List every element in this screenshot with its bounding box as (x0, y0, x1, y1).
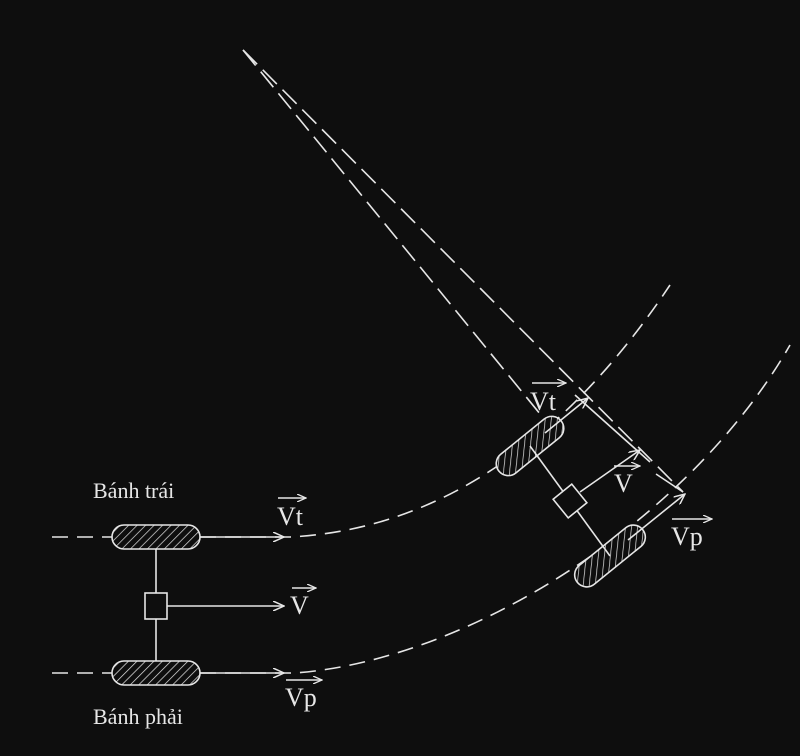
v-label: V (290, 588, 316, 620)
radial-line-left-wheel (574, 394, 651, 463)
v-label-turning: V (614, 466, 640, 498)
robot-turning (495, 398, 685, 588)
left-wheel-trajectory (52, 284, 671, 538)
robot-straight (111, 524, 284, 686)
vt-label-turning: Vt (530, 383, 566, 416)
v-label-text: V (290, 591, 309, 620)
vt-label-turning-text: Vt (530, 387, 557, 416)
radial-line-inner (242, 49, 546, 421)
vp-arrow-turning (627, 494, 685, 541)
radial-line-outer (242, 49, 684, 493)
radial-line-right-wheel (655, 473, 684, 493)
vp-label-turning: Vp (671, 519, 712, 551)
vp-label-turning-text: Vp (671, 522, 703, 551)
right-wheel-trajectory (52, 344, 791, 674)
vt-label: Vt (277, 498, 306, 531)
left-wheel (111, 524, 201, 550)
vt-arrow-turning (544, 398, 588, 434)
robot-body-turning (551, 482, 589, 520)
v-arrow-turning (579, 450, 640, 493)
left-wheel-label: Bánh trái (93, 478, 174, 503)
vp-label-text: Vp (285, 683, 317, 712)
robot-body (144, 592, 168, 620)
v-label-turning-text: V (614, 469, 633, 498)
right-wheel-label: Bánh phải (93, 704, 183, 729)
vt-label-text: Vt (277, 502, 304, 531)
vp-label: Vp (285, 680, 322, 712)
right-wheel (111, 660, 201, 686)
